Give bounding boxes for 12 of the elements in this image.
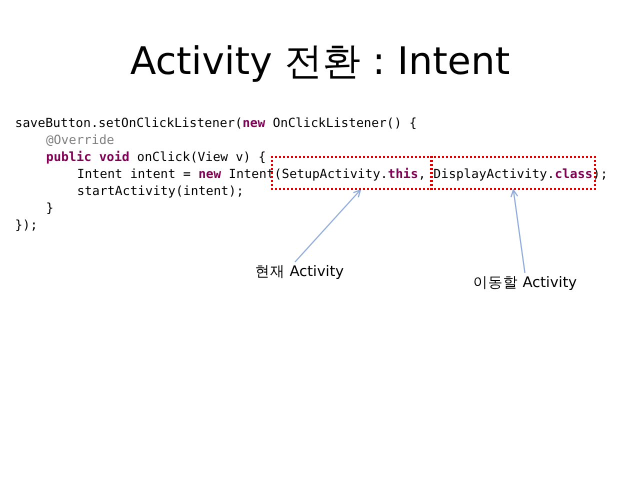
- code-line: }: [46, 199, 54, 216]
- code-line: saveButton.setOnClickListener(new OnClickListener() {: [15, 114, 417, 131]
- callout-label: 현재 Activity: [255, 262, 344, 281]
- leader-arrow: [510, 189, 526, 274]
- code-line: @Override: [46, 131, 114, 148]
- highlight-box: [430, 156, 596, 190]
- callout-label: 이동할 Activity: [473, 273, 577, 292]
- code-line: startActivity(intent);: [77, 182, 244, 199]
- slide-title: Activity 전환 : Intent: [129, 38, 511, 85]
- leader-arrow: [294, 189, 361, 262]
- code-line: });: [15, 216, 38, 233]
- code-line: public void onClick(View v) {: [46, 148, 266, 165]
